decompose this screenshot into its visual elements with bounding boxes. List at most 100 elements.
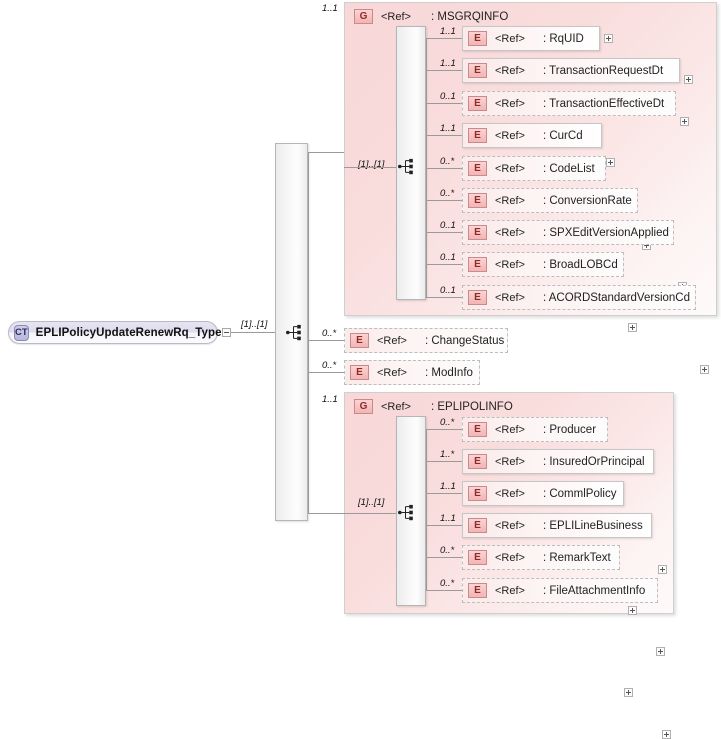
expand-eplilinebusiness[interactable] xyxy=(656,647,665,656)
group-msgrqinfo-title: G <Ref> : MSGRQINFO xyxy=(354,9,508,24)
branch-line-changestatus xyxy=(308,340,344,341)
branch-line-modinfo xyxy=(308,372,344,373)
child-line-3 xyxy=(426,135,462,136)
root-occurs-label: [1]..[1] xyxy=(241,319,268,330)
element-commlpolicy-name: : CommlPolicy xyxy=(542,487,617,500)
element-badge: E xyxy=(468,225,487,240)
element-ref-label: <Ref> xyxy=(495,584,525,597)
element-ref-label: <Ref> xyxy=(495,226,525,239)
expand-rquid[interactable] xyxy=(604,34,613,43)
cardinality-insuredorprincipal: 1..* xyxy=(440,449,455,460)
element-fileattachmentinfo-name: : FileAttachmentInfo xyxy=(542,584,646,597)
root-complextype-box[interactable]: CT EPLIPolicyUpdateRenewRq_Type xyxy=(8,321,222,344)
element-ref-label: <Ref> xyxy=(495,32,525,45)
msgrqinfo-child-spine xyxy=(426,38,427,297)
element-ref-label: <Ref> xyxy=(495,258,525,271)
msgrqinfo-sequence-bar xyxy=(396,26,426,300)
cardinality-commlpolicy: 1..1 xyxy=(440,481,456,492)
element-badge: E xyxy=(468,128,487,143)
child-line-2 xyxy=(426,103,462,104)
element-ref-label: <Ref> xyxy=(495,487,525,500)
element-rquid[interactable]: E <Ref> : RqUID xyxy=(462,26,600,51)
cardinality-producer: 0..* xyxy=(440,417,455,428)
expand-transactioneffectivedt[interactable] xyxy=(680,117,689,126)
element-producer[interactable]: E <Ref> : Producer xyxy=(462,417,608,442)
cardinality-spxeditversionapplied: 0..1 xyxy=(440,220,456,231)
eplipolinfo-entry-line xyxy=(344,513,396,514)
cardinality-transactionrequestdt: 1..1 xyxy=(440,58,456,69)
child-line-p5 xyxy=(426,590,462,591)
element-badge: E xyxy=(468,96,487,111)
element-fileattachmentinfo[interactable]: E <Ref> : FileAttachmentInfo xyxy=(462,578,658,603)
element-transactioneffectivedt[interactable]: E <Ref> : TransactionEffectiveDt xyxy=(462,91,676,116)
cardinality-broadlobcd: 0..1 xyxy=(440,252,456,263)
expand-acordstandardversioncd[interactable] xyxy=(700,365,709,374)
cardinality-changestatus: 0..* xyxy=(322,328,337,339)
element-badge: E xyxy=(468,583,487,598)
element-transactioneffectivedt-name: : TransactionEffectiveDt xyxy=(542,97,665,110)
cardinality-modinfo: 0..* xyxy=(322,360,337,371)
element-broadlobcd[interactable]: E <Ref> : BroadLOBCd xyxy=(462,252,624,277)
element-codelist[interactable]: E <Ref> : CodeList xyxy=(462,156,606,181)
eplipolinfo-occurs-label: [1]..[1] xyxy=(358,497,385,508)
element-badge: E xyxy=(468,454,487,469)
cardinality-conversionrate: 0..* xyxy=(440,188,455,199)
element-changestatus[interactable]: E <Ref> : ChangeStatus xyxy=(344,328,508,353)
child-line-1 xyxy=(426,70,462,71)
element-insuredorprincipal[interactable]: E <Ref> : InsuredOrPrincipal xyxy=(462,449,654,474)
element-commlpolicy[interactable]: E <Ref> : CommlPolicy xyxy=(462,481,624,506)
expand-remarktext[interactable] xyxy=(624,688,633,697)
group-badge: G xyxy=(354,399,373,414)
element-spxeditversionapplied[interactable]: E <Ref> : SPXEditVersionApplied xyxy=(462,220,674,245)
cardinality-eplipolinfo: 1..1 xyxy=(322,394,338,405)
element-rquid-name: : RqUID xyxy=(542,32,584,45)
child-line-0 xyxy=(426,38,462,39)
child-line-p0 xyxy=(426,429,462,430)
element-acordstandardversioncd[interactable]: E <Ref> : ACORDStandardVersionCd xyxy=(462,285,696,310)
element-curcd[interactable]: E <Ref> : CurCd xyxy=(462,123,602,148)
cardinality-acordstandardversioncd: 0..1 xyxy=(440,285,456,296)
child-line-5 xyxy=(426,200,462,201)
sequence-icon xyxy=(286,324,303,341)
expand-commlpolicy[interactable] xyxy=(628,606,637,615)
element-conversionrate[interactable]: E <Ref> : ConversionRate xyxy=(462,188,638,213)
element-remarktext-name: : RemarkText xyxy=(542,551,611,564)
eplipolinfo-sequence-bar xyxy=(396,416,426,606)
element-ref-label: <Ref> xyxy=(495,64,525,77)
child-line-6 xyxy=(426,232,462,233)
expand-insuredorprincipal[interactable] xyxy=(658,565,667,574)
expand-transactionrequestdt[interactable] xyxy=(684,75,693,84)
expand-curcd[interactable] xyxy=(606,158,615,167)
group-ref-label: <Ref> xyxy=(381,400,411,413)
group-msgrqinfo-name: : MSGRQINFO xyxy=(430,10,509,23)
cardinality-fileattachmentinfo: 0..* xyxy=(440,578,455,589)
child-line-p4 xyxy=(426,557,462,558)
element-modinfo[interactable]: E <Ref> : ModInfo xyxy=(344,360,480,385)
element-eplilinebusiness[interactable]: E <Ref> : EPLILineBusiness xyxy=(462,513,652,538)
root-collapse-toggle[interactable] xyxy=(222,328,231,337)
element-modinfo-name: : ModInfo xyxy=(424,366,473,379)
cardinality-remarktext: 0..* xyxy=(440,545,455,556)
expand-fileattachmentinfo[interactable] xyxy=(662,730,671,739)
child-line-p3 xyxy=(426,525,462,526)
element-ref-label: <Ref> xyxy=(377,366,407,379)
expand-broadlobcd[interactable] xyxy=(628,323,637,332)
group-ref-label: <Ref> xyxy=(381,10,411,23)
branch-line-msgrqinfo xyxy=(308,152,344,153)
complextype-badge: CT xyxy=(14,324,29,341)
element-badge: E xyxy=(468,193,487,208)
element-badge: E xyxy=(468,422,487,437)
element-spxeditversionapplied-name: : SPXEditVersionApplied xyxy=(542,226,669,239)
element-badge: E xyxy=(468,518,487,533)
cardinality-curcd: 1..1 xyxy=(440,123,456,134)
element-transactionrequestdt[interactable]: E <Ref> : TransactionRequestDt xyxy=(462,58,680,83)
eplipolinfo-sequence-icon xyxy=(398,504,415,521)
element-remarktext[interactable]: E <Ref> : RemarkText xyxy=(462,545,620,570)
element-curcd-name: : CurCd xyxy=(542,129,583,142)
cardinality-transactioneffectivedt: 0..1 xyxy=(440,91,456,102)
group-eplipolinfo-name: : EPLIPOLINFO xyxy=(430,400,513,413)
element-eplilinebusiness-name: : EPLILineBusiness xyxy=(542,519,643,532)
element-badge: E xyxy=(468,550,487,565)
element-conversionrate-name: : ConversionRate xyxy=(542,194,632,207)
element-changestatus-name: : ChangeStatus xyxy=(424,334,505,347)
